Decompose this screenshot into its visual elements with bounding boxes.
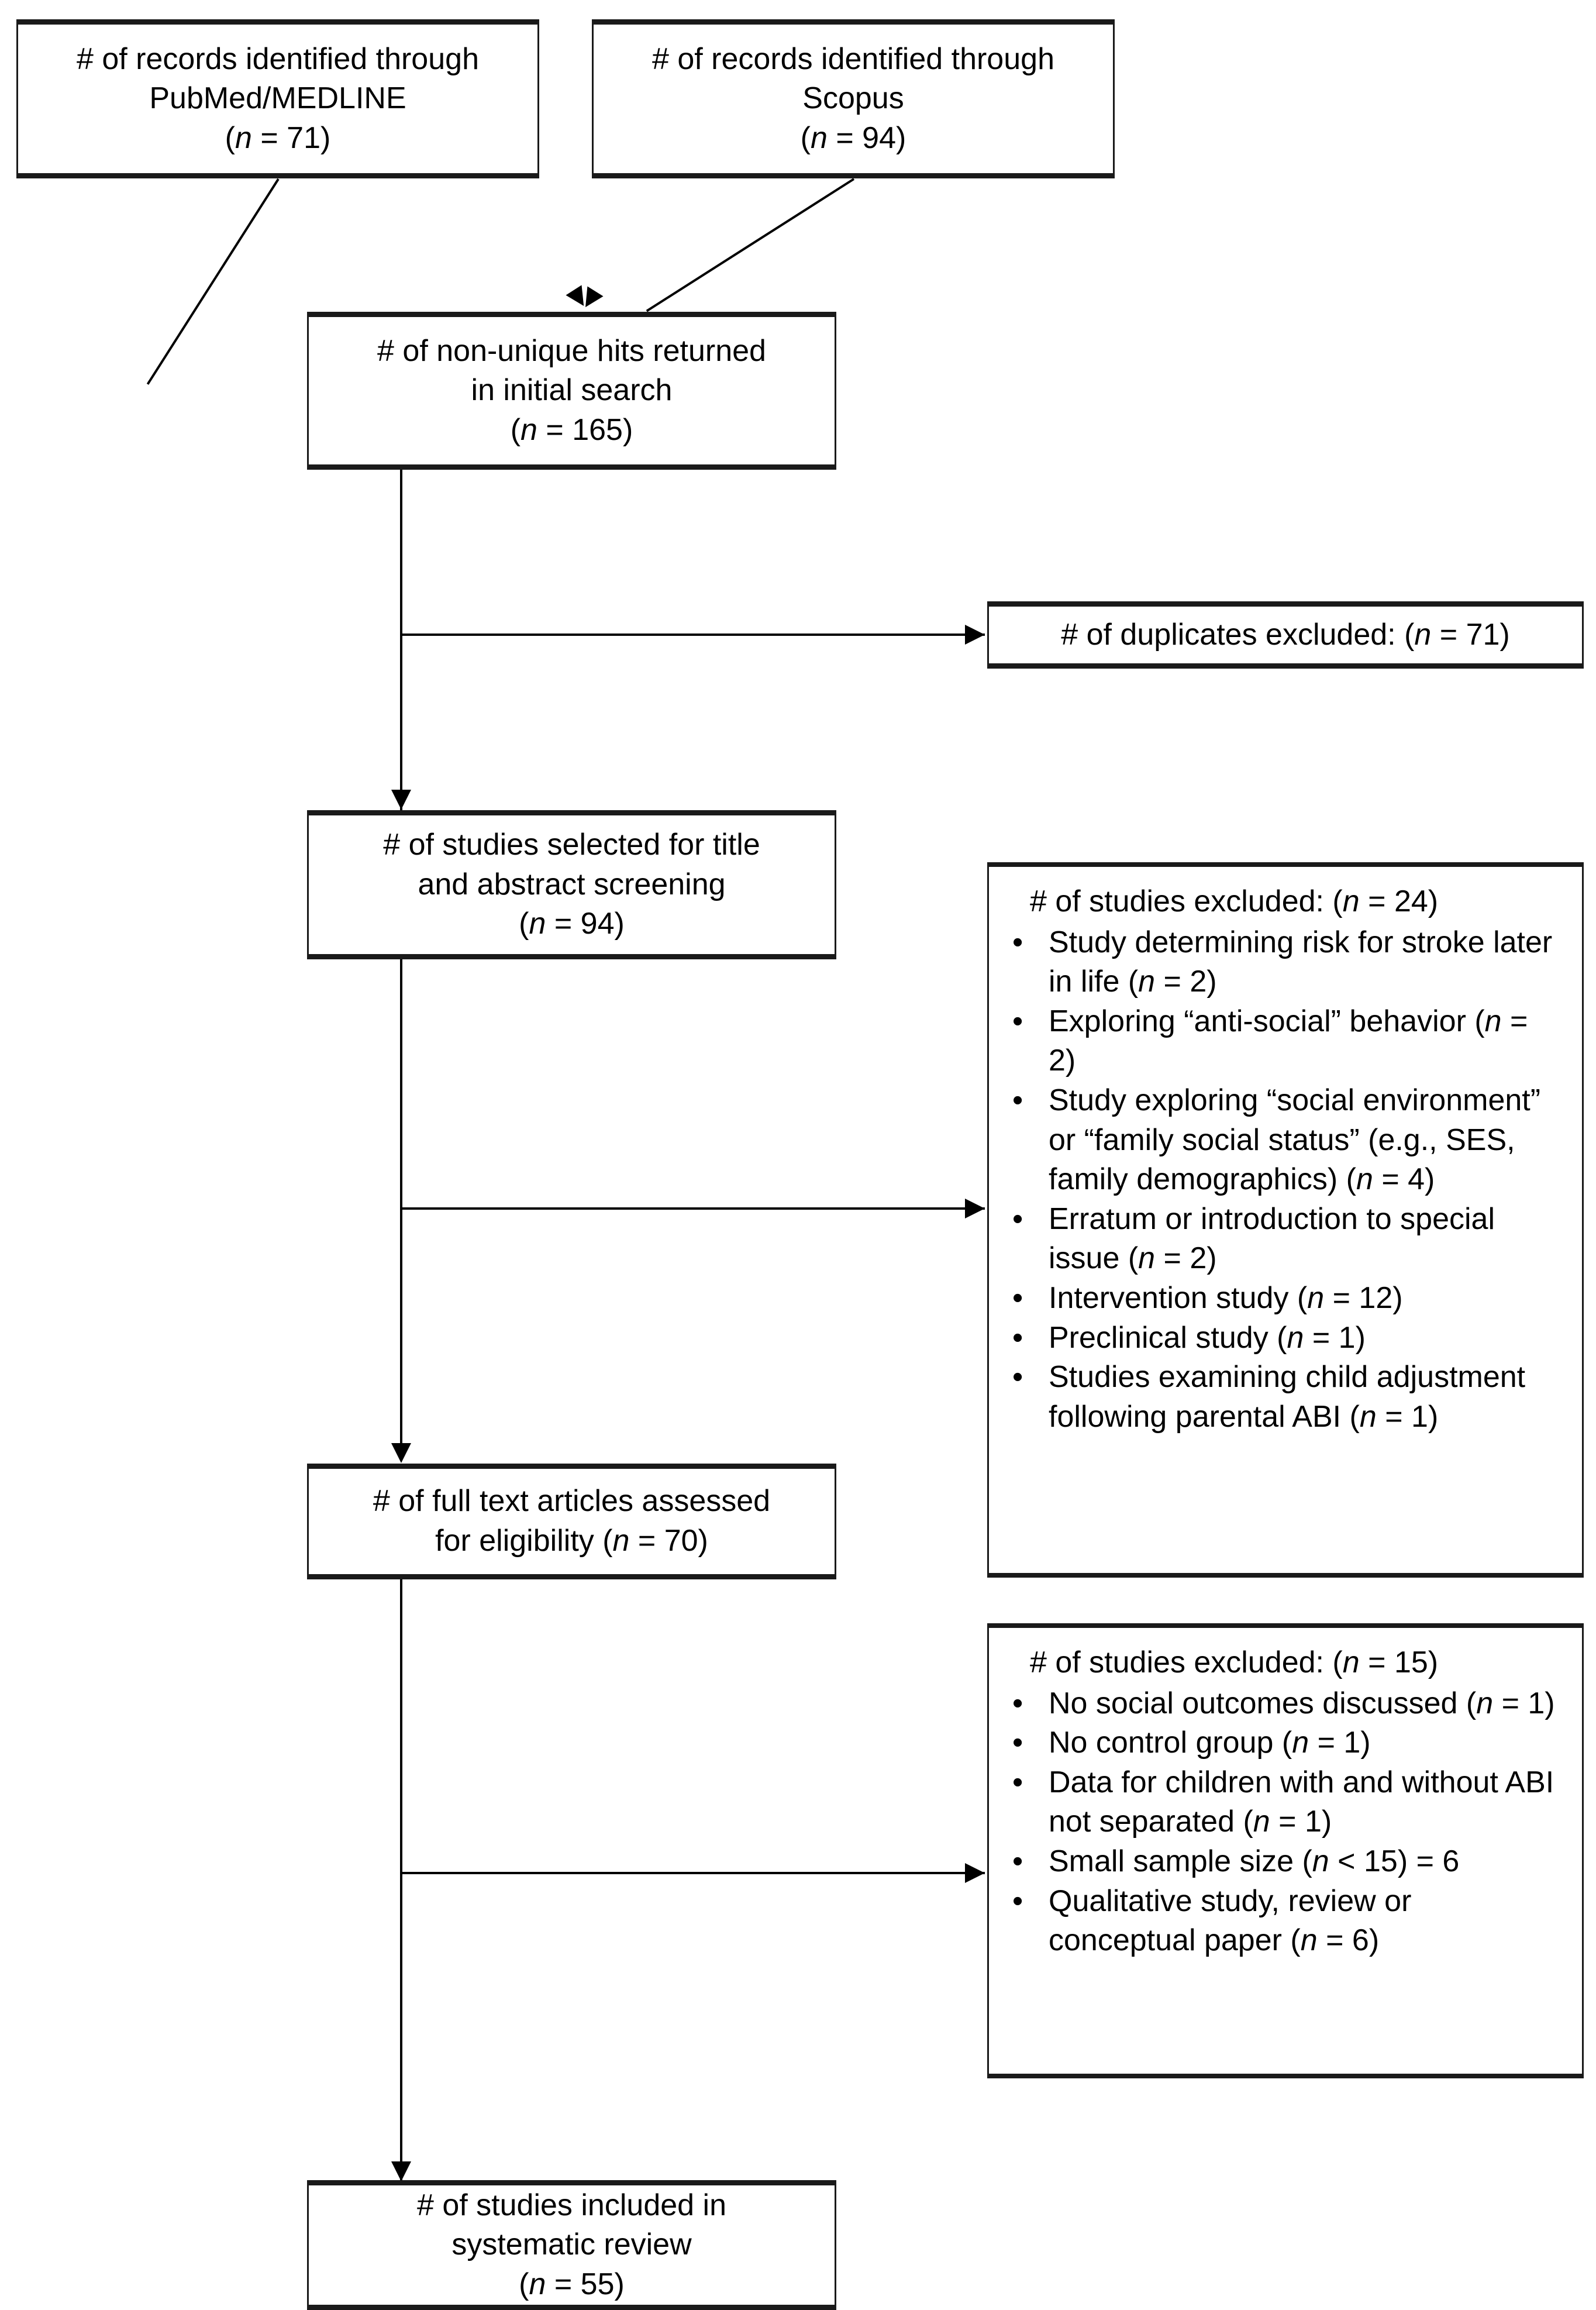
node-scopus-line1: # of records identified through — [652, 42, 1054, 76]
node-scopus-line2: Scopus — [802, 81, 904, 116]
node-studies-included: # of studies included in systematic revi… — [307, 2180, 836, 2310]
list-item: •Data for children with and without ABI … — [1003, 1763, 1562, 1842]
connector-to-duplicates — [400, 634, 985, 636]
list-item: •Exploring “anti-social” behavior (n = 2… — [1003, 1002, 1562, 1081]
list-item: •Intervention study (n = 12) — [1003, 1279, 1562, 1318]
bullet-icon: • — [1012, 1765, 1023, 1799]
node-scopus-line3: (n = 94) — [800, 121, 906, 155]
bullet-icon: • — [1012, 1004, 1023, 1038]
node-nonunique-line3: (n = 165) — [510, 412, 633, 447]
node-duplicates-line1: # of duplicates excluded: (n = 71) — [1061, 617, 1510, 652]
bullet-icon: • — [1012, 1202, 1023, 1236]
list-item: •Study exploring “social environment” or… — [1003, 1081, 1562, 1200]
exclusion-screening-heading: # of studies excluded: (n = 24) — [1030, 884, 1439, 918]
arrowhead-to-duplicates — [965, 625, 985, 645]
arrowhead-to-screening-exclusions — [965, 1199, 985, 1218]
exclusion-eligibility-list: •No social outcomes discussed (n = 1) •N… — [1003, 1684, 1562, 1961]
connector-fulltext-to-included — [400, 1579, 402, 2182]
exclusion-eligibility-heading: # of studies excluded: (n = 15) — [1030, 1645, 1439, 1679]
connector-pubmed-to-nonunique — [146, 178, 280, 385]
exclusion-screening-list: •Study determining risk for stroke later… — [1003, 923, 1562, 1437]
arrowhead-nonunique-to-titleabstract — [391, 790, 411, 810]
bullet-icon: • — [1012, 1726, 1023, 1760]
arrowhead-titleabstract-to-fulltext — [391, 1443, 411, 1463]
node-pubmed-line3: (n = 71) — [225, 121, 331, 155]
connector-titleabstract-to-fulltext — [400, 959, 402, 1460]
list-item: •Erratum or introduction to special issu… — [1003, 1200, 1562, 1279]
node-included-line3: (n = 55) — [519, 2267, 625, 2301]
node-titleabstract-line2: and abstract screening — [418, 867, 726, 901]
node-nonunique-line2: in initial search — [471, 373, 673, 408]
node-included-line1: # of studies included in — [416, 2188, 726, 2222]
node-pubmed-line2: PubMed/MEDLINE — [149, 81, 406, 116]
node-titleabstract-line1: # of studies selected for title — [383, 828, 760, 862]
node-scopus-records: # of records identified through Scopus (… — [592, 19, 1115, 178]
arrowhead-fulltext-to-included — [391, 2161, 411, 2181]
connector-to-screening-exclusions — [400, 1207, 985, 1210]
list-item: •No social outcomes discussed (n = 1) — [1003, 1684, 1562, 1724]
node-titleabstract-line3: (n = 94) — [519, 907, 625, 941]
node-included-line2: systematic review — [451, 2228, 692, 2262]
node-nonunique-line1: # of non-unique hits returned — [377, 333, 766, 368]
list-item: •Qualitative study, review or conceptual… — [1003, 1882, 1562, 1961]
node-title-abstract-screening: # of studies selected for title and abst… — [307, 810, 836, 959]
bullet-icon: • — [1012, 1083, 1023, 1117]
node-pubmed-records: # of records identified through PubMed/M… — [16, 19, 539, 178]
node-fulltext-line2: for eligibility (n = 70) — [435, 1524, 708, 1558]
list-item: •No control group (n = 1) — [1003, 1723, 1562, 1763]
bullet-icon: • — [1012, 925, 1023, 959]
bullet-icon: • — [1012, 1320, 1023, 1355]
bullet-icon: • — [1012, 1686, 1023, 1720]
node-pubmed-line1: # of records identified through — [77, 42, 479, 76]
node-fulltext-line1: # of full text articles assessed — [373, 1484, 771, 1519]
connector-nonunique-to-titleabstract — [400, 331, 402, 813]
connector-to-eligibility-exclusions — [400, 1872, 985, 1874]
bullet-icon: • — [1012, 1280, 1023, 1315]
bullet-icon: • — [1012, 1844, 1023, 1878]
list-item: •Study determining risk for stroke later… — [1003, 923, 1562, 1002]
exclusion-box-screening: # of studies excluded: (n = 24) •Study d… — [987, 862, 1584, 1578]
list-item: •Small sample size (n < 15) = 6 — [1003, 1842, 1562, 1882]
bullet-icon: • — [1012, 1884, 1023, 1918]
list-item: •Preclinical study (n = 1) — [1003, 1318, 1562, 1358]
node-nonunique-hits: # of non-unique hits returned in initial… — [307, 312, 836, 470]
connector-scopus-to-nonunique — [646, 178, 855, 312]
node-full-text-assessed: # of full text articles assessed for eli… — [307, 1464, 836, 1579]
arrowhead-to-eligibility-exclusions — [965, 1863, 985, 1883]
bullet-icon: • — [1012, 1360, 1023, 1395]
list-item: •Studies examining child adjustment foll… — [1003, 1358, 1562, 1437]
exclusion-box-eligibility: # of studies excluded: (n = 15) •No soci… — [987, 1623, 1584, 2078]
node-duplicates-excluded: # of duplicates excluded: (n = 71) — [987, 601, 1584, 669]
